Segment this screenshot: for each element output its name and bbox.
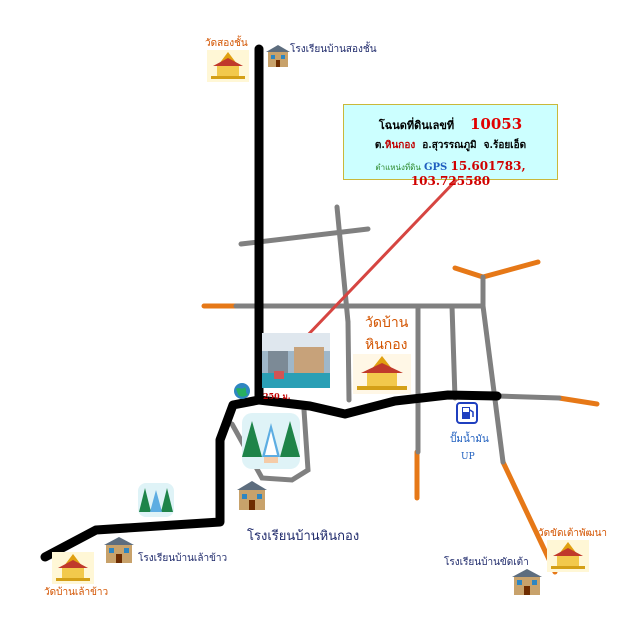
school-lao-khao-label: โรงเรียนบ้านเล้าข้าว	[138, 553, 228, 564]
gps-coordinates: 15.601783, 103.725580	[410, 159, 526, 188]
minor-road	[449, 303, 458, 401]
school-icon	[104, 537, 134, 563]
park-icon	[242, 413, 300, 469]
minor-road	[334, 204, 351, 325]
branch-roads	[201, 259, 600, 575]
pointer-line	[280, 172, 464, 364]
branch-road	[452, 259, 541, 280]
tambon-name: หินกอง	[384, 140, 416, 151]
wat-song-chan-label: วัดสองชั้น	[205, 38, 248, 49]
temple-icon	[52, 552, 94, 584]
changwat-name: จ.ร้อยเอ็ด	[483, 140, 527, 151]
minor-road	[494, 393, 562, 401]
minor-road	[345, 319, 352, 403]
deed-label: โฉนดที่ดินเลขที่	[378, 119, 455, 132]
globe-icon	[234, 383, 250, 399]
branch-road	[500, 459, 558, 575]
wat-khat-tao-label: วัดขัดเต้าพัฒนา	[538, 528, 608, 539]
wat-hin-kong-label-2: หินกอง	[365, 337, 408, 353]
school-song-chan-label: โรงเรียนบ้านสองชั้น	[290, 44, 377, 55]
school-icon	[237, 481, 267, 510]
land-photo	[262, 333, 330, 388]
gps-label: GPS	[424, 162, 448, 173]
school-icon	[266, 45, 290, 67]
wat-hin-kong-label-1: วัดบ้าน	[365, 315, 409, 331]
tambon-prefix: ต.	[374, 140, 385, 151]
wat-lao-khao-label: วัดบ้านเล้าข้าว	[44, 587, 109, 598]
land-info-box: โฉนดที่ดินเลขที่ 10053 ต.หินกอง อ.สุวรรณ…	[343, 104, 558, 188]
main-roads	[40, 44, 502, 562]
deed-number: 10053	[469, 115, 523, 133]
temple-icon	[547, 540, 589, 572]
school-icon	[512, 569, 542, 595]
main-road	[40, 390, 502, 562]
park-icon	[138, 483, 174, 517]
temple-icon	[207, 50, 249, 82]
distance-label: 250 ม.	[263, 391, 291, 401]
location-label: ตำแหน่งที่ดิน	[375, 163, 421, 172]
minor-road	[480, 274, 506, 465]
school-khat-tao-label: โรงเรียนบ้านขัดเต้า	[444, 557, 529, 568]
temple-icon	[353, 354, 411, 394]
branch-road	[556, 395, 600, 407]
amphoe-name: อ.สุวรรณภูมิ	[422, 140, 477, 151]
fuel-pump-icon	[456, 402, 478, 424]
school-hin-kong-label: โรงเรียนบ้านหินกอง	[247, 529, 360, 544]
gas-station-label-1: ปั๊มน้ำมัน	[450, 434, 489, 445]
gas-station-label-2: UP	[461, 452, 475, 462]
